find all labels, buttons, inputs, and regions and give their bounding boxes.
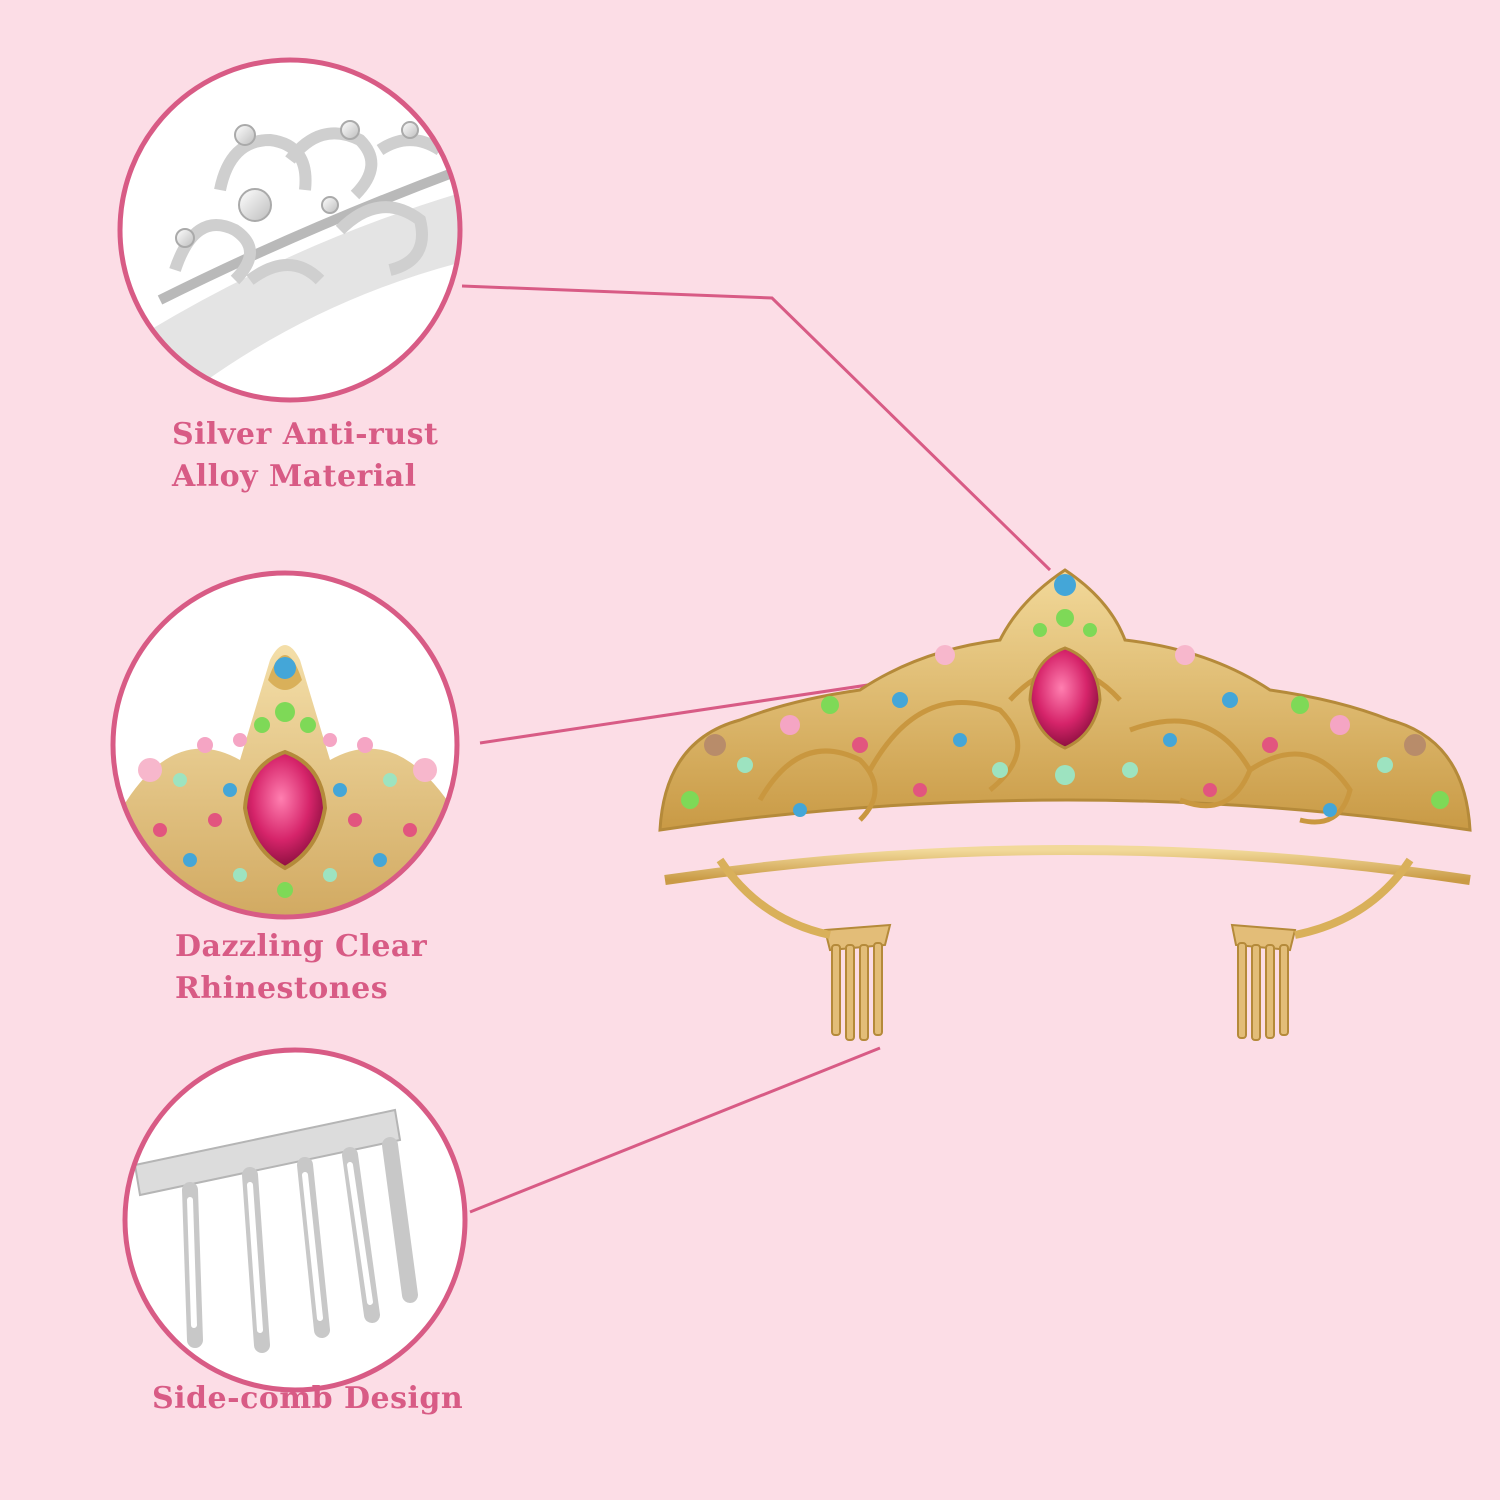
feature-caption-material: Silver Anti-rust Alloy Material <box>172 414 438 498</box>
rhinestone-detail-photo <box>110 570 460 920</box>
caption-line: Side-comb Design <box>152 1381 464 1416</box>
side-comb-photo <box>122 1047 468 1393</box>
caption-line: Dazzling Clear <box>175 929 428 964</box>
connector-comb <box>469 1046 881 1214</box>
feature-caption-rhinestones: Dazzling Clear Rhinestones <box>175 926 427 1010</box>
caption-line: Rhinestones <box>175 971 389 1006</box>
tiara-photo <box>658 568 1472 1041</box>
caption-line: Silver Anti-rust <box>172 417 439 452</box>
caption-line: Alloy Material <box>172 459 417 494</box>
silver-detail-photo <box>117 57 463 403</box>
tiara-right-comb <box>1230 923 1297 1041</box>
feature-caption-comb: Side-comb Design <box>152 1378 463 1420</box>
connector-silver <box>461 284 1052 572</box>
tiara-left-comb <box>823 923 892 1041</box>
